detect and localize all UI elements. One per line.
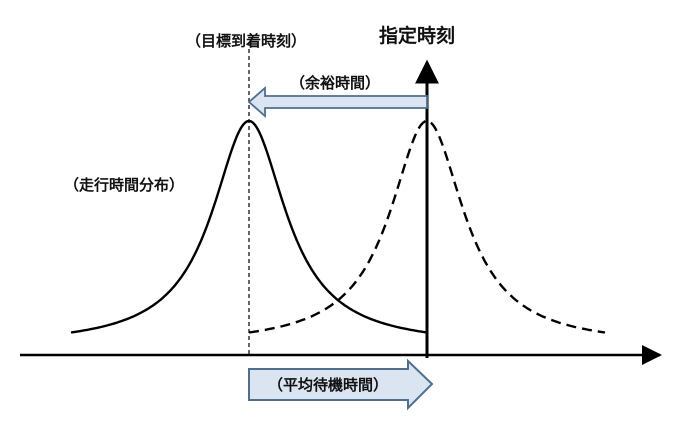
average-waiting-time-arrow <box>248 358 434 411</box>
average-waiting-time-label: （平均待機時間） <box>268 376 388 394</box>
slack-time-label: （余裕時間） <box>290 74 380 92</box>
slack-time-arrow <box>247 86 428 118</box>
designated-time-label: 指定時刻 <box>379 24 455 47</box>
travel-time-distribution-curve <box>70 119 428 334</box>
travel-time-distribution-label: （走行時間分布） <box>64 176 184 194</box>
target-arrival-time-label: （目標到着時刻） <box>186 32 306 50</box>
